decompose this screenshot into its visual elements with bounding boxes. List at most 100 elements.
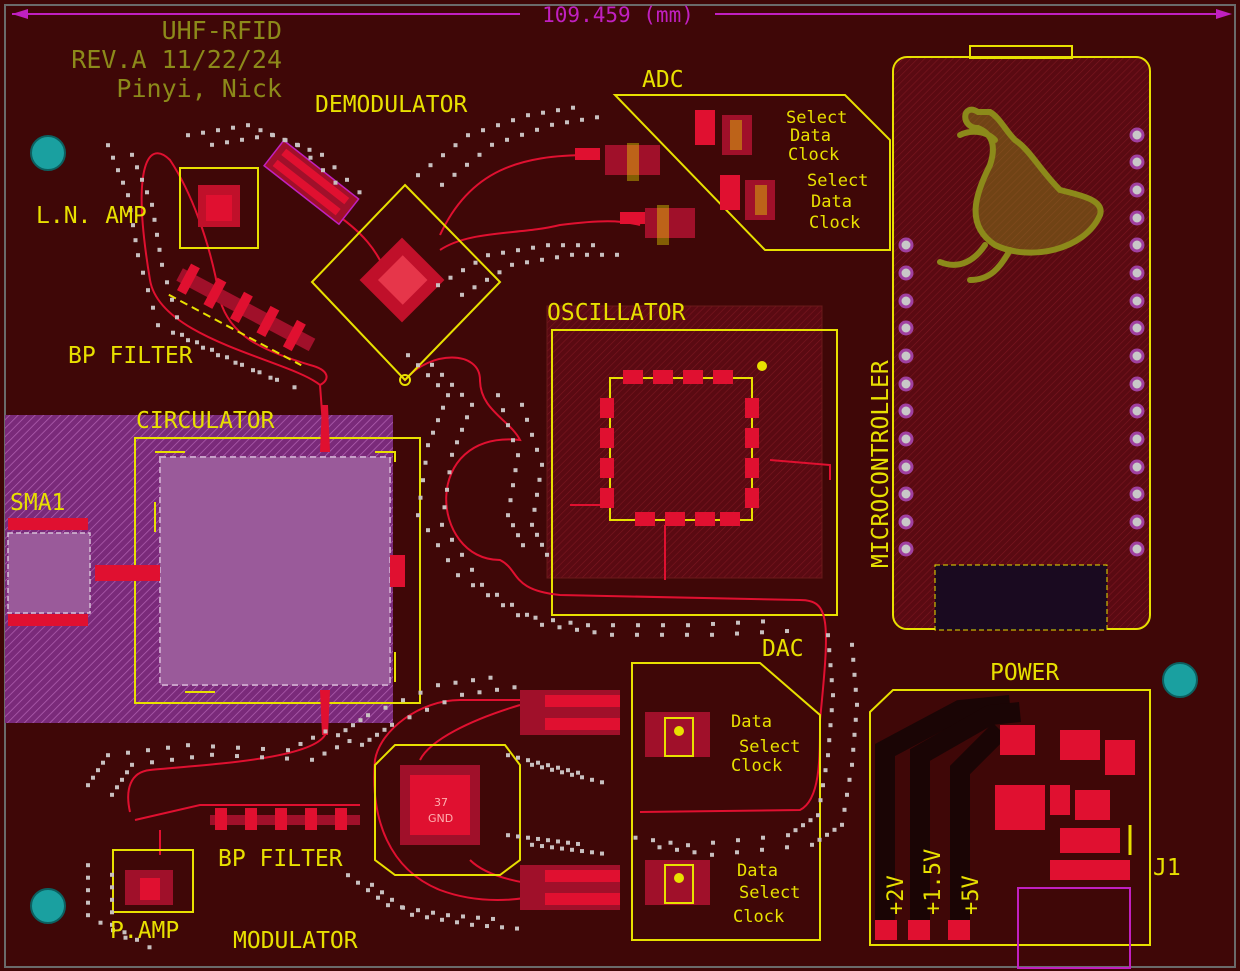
bp-filter-label: BP FILTER — [68, 343, 193, 369]
via — [375, 732, 379, 737]
via — [358, 718, 363, 723]
via — [111, 928, 115, 933]
via — [456, 573, 460, 578]
via — [513, 468, 518, 473]
via — [235, 754, 239, 759]
circulator-pad — [159, 456, 391, 686]
via — [510, 262, 514, 267]
via — [170, 757, 174, 762]
via — [847, 777, 852, 782]
via — [430, 362, 434, 367]
via — [436, 383, 440, 388]
via — [86, 875, 90, 880]
module-shield — [934, 564, 1108, 631]
via — [150, 202, 154, 207]
via — [322, 751, 327, 756]
via — [761, 835, 765, 840]
via — [535, 127, 539, 132]
via — [446, 913, 450, 918]
via — [418, 495, 423, 500]
via — [460, 692, 464, 697]
pad-gnd-label: GND — [428, 812, 453, 825]
via — [386, 903, 390, 908]
via — [827, 738, 832, 743]
via — [470, 402, 474, 407]
adc-components — [575, 110, 775, 245]
via — [557, 625, 562, 630]
via — [157, 247, 162, 252]
via — [128, 208, 133, 213]
via — [540, 622, 544, 627]
via — [428, 163, 433, 168]
adc2-data-label: Data — [811, 192, 852, 212]
via — [546, 243, 550, 248]
chicken-logo-icon — [937, 106, 1104, 283]
via — [447, 470, 452, 475]
via — [535, 447, 539, 452]
title-line-1: UHF-RFID — [162, 16, 282, 45]
power-outline — [869, 689, 1151, 946]
via — [180, 332, 184, 337]
via — [453, 143, 458, 148]
modulator-label: MODULATOR — [233, 928, 358, 954]
via — [546, 763, 550, 768]
via — [497, 270, 502, 275]
via — [351, 723, 355, 728]
adc1-select-label: Select — [786, 108, 847, 128]
dac-outline — [631, 662, 821, 941]
via — [146, 288, 150, 293]
via — [440, 917, 444, 922]
via — [829, 678, 834, 683]
via — [610, 632, 614, 637]
via — [110, 872, 114, 877]
via — [555, 255, 559, 260]
via — [356, 880, 360, 885]
via — [526, 835, 530, 840]
via — [580, 117, 584, 122]
via — [556, 108, 560, 113]
via — [126, 750, 130, 755]
via — [576, 243, 580, 248]
via — [275, 377, 279, 382]
via — [571, 105, 575, 110]
via — [591, 243, 595, 248]
via — [520, 402, 524, 407]
via — [271, 133, 275, 138]
adc-outline — [612, 94, 891, 251]
via — [512, 685, 517, 690]
via — [685, 632, 689, 637]
demodulator-label: DEMODULATOR — [315, 92, 467, 118]
via — [850, 642, 854, 647]
pa-pad — [140, 878, 160, 900]
via — [590, 777, 594, 782]
via — [86, 913, 90, 918]
via — [473, 260, 478, 265]
via — [261, 746, 265, 751]
via — [425, 707, 429, 712]
title-block: UHF-RFID REV.A 11/22/24 Pinyi, Nick — [71, 16, 282, 103]
via — [423, 460, 428, 465]
via — [540, 542, 544, 547]
via — [541, 110, 545, 115]
via — [298, 741, 303, 746]
via — [511, 438, 515, 443]
via — [525, 260, 529, 265]
circulator-label: CIRCULATOR — [136, 408, 275, 434]
via — [660, 632, 664, 637]
via — [135, 165, 139, 170]
via — [345, 177, 349, 182]
via — [823, 768, 828, 773]
dac-label: DAC — [762, 636, 804, 662]
via — [785, 845, 789, 850]
via — [296, 143, 300, 148]
via — [530, 432, 534, 437]
via — [546, 838, 550, 843]
via — [460, 552, 464, 557]
via — [540, 765, 544, 770]
via — [240, 362, 244, 367]
via — [580, 775, 584, 780]
via — [692, 850, 697, 855]
via — [500, 925, 504, 930]
via — [130, 762, 134, 767]
